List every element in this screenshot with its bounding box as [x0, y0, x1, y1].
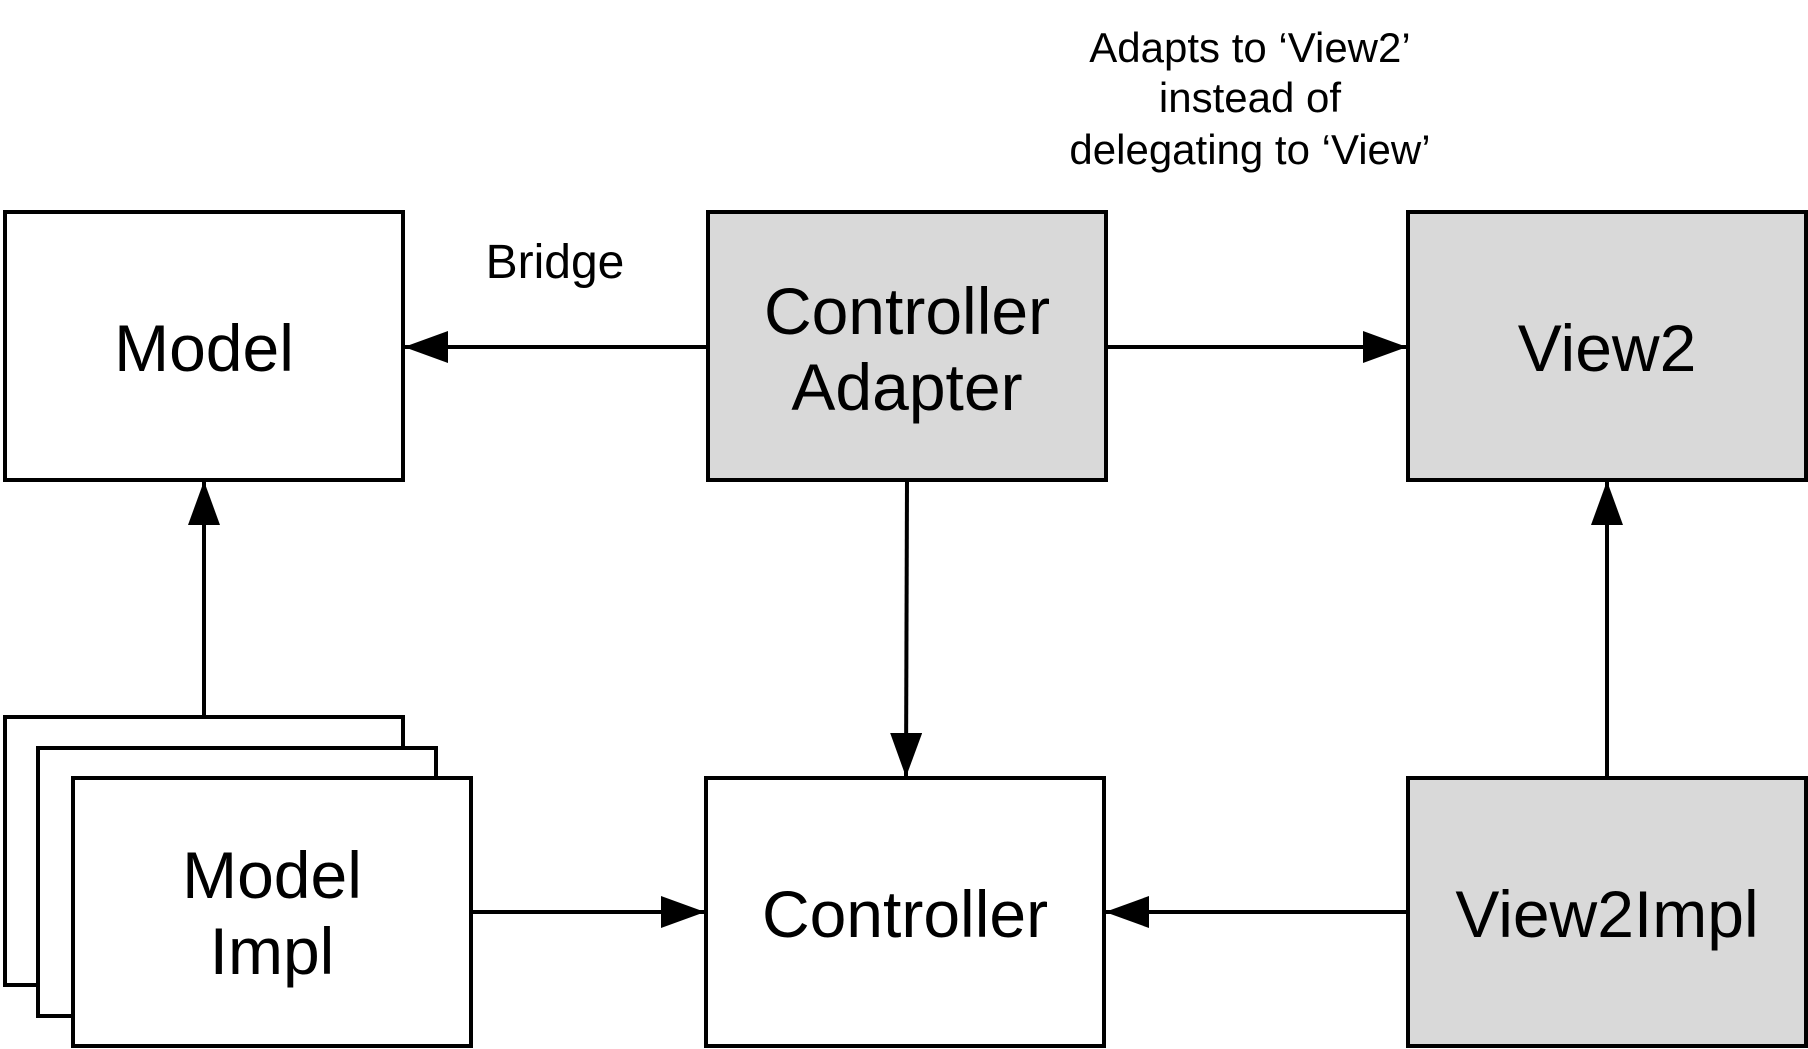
model-impl-label-line1: Model: [182, 838, 362, 912]
model-impl-stack-front: [71, 776, 473, 1048]
controller-node: Controller: [704, 776, 1106, 1048]
model-impl-node: Model Impl: [3, 715, 473, 1048]
controller-adapter-label-line1: Controller: [764, 274, 1050, 348]
controller-adapter-label-line2: Adapter: [791, 350, 1022, 424]
adapter-note-line2: instead of: [1159, 74, 1341, 121]
adapter-note: Adapts to ‘View2’ instead of delegating …: [1069, 24, 1430, 173]
arrow-adapter-to-controller: [890, 479, 923, 777]
view2-label: View2: [1518, 311, 1697, 385]
model-node: Model: [3, 210, 405, 482]
view2impl-label: View2Impl: [1455, 877, 1758, 951]
model-label: Model: [114, 311, 294, 385]
view2-node: View2: [1406, 210, 1808, 482]
controller-label: Controller: [762, 877, 1048, 951]
model-impl-label-line2: Impl: [210, 914, 335, 988]
bridge-label: Bridge: [486, 236, 625, 289]
adapter-note-line3: delegating to ‘View’: [1069, 126, 1430, 173]
view2impl-node: View2Impl: [1406, 776, 1808, 1048]
controller-adapter-node: Controller Adapter: [706, 210, 1108, 482]
adapter-note-line1: Adapts to ‘View2’: [1089, 24, 1410, 71]
